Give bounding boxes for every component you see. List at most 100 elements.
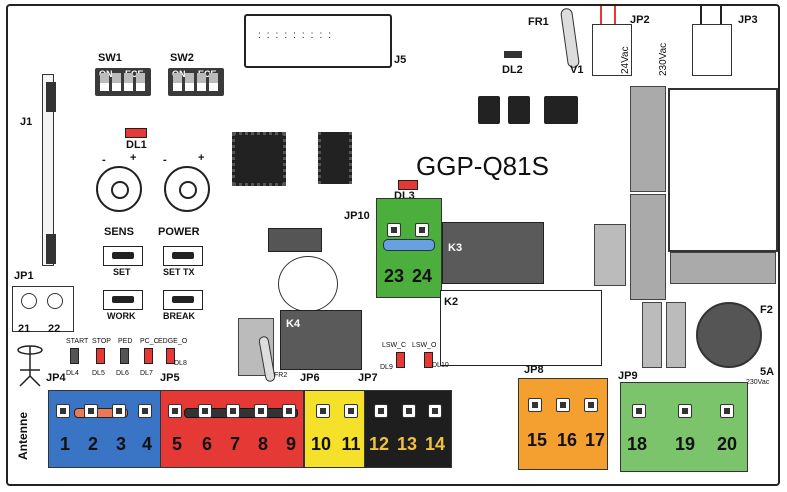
j1-label: J1 bbox=[20, 116, 33, 128]
jp5-label: JP5 bbox=[160, 372, 180, 384]
dl1-led bbox=[125, 128, 147, 138]
set-button-label: SET bbox=[113, 267, 131, 277]
jp9-label: JP9 bbox=[618, 370, 638, 382]
jp4-terminal-block bbox=[48, 390, 162, 468]
board-model-title: GGP-Q81S bbox=[416, 151, 549, 181]
jp7-terminal-block bbox=[364, 390, 452, 468]
jp5-jumper[interactable] bbox=[184, 408, 298, 418]
j1-connector bbox=[42, 74, 54, 266]
dl1-label: DL1 bbox=[126, 139, 147, 151]
pin-22: 22 bbox=[48, 323, 61, 335]
pin-24: 24 bbox=[411, 266, 433, 286]
fr1-varistor bbox=[559, 7, 581, 69]
k3-relay bbox=[442, 222, 544, 284]
dl6-label: DL6 bbox=[116, 370, 129, 377]
control-board: ::::::::: J5 SW1 ON ECE SW2 ON ECE J1 DL… bbox=[6, 4, 780, 486]
led-edgeo-label: EDGE_O bbox=[158, 338, 188, 345]
jp3-voltage: 230Vac bbox=[658, 42, 669, 76]
break-button-label: BREAK bbox=[163, 311, 196, 321]
pin-21: 21 bbox=[18, 323, 31, 335]
dl8-label: DL8 bbox=[174, 360, 187, 367]
fr1-label: FR1 bbox=[528, 16, 549, 28]
jp10-terminal bbox=[376, 198, 442, 298]
antenna-icon bbox=[16, 342, 46, 388]
led-edgeo bbox=[166, 348, 175, 364]
work-button[interactable] bbox=[103, 290, 143, 310]
k2-label: K2 bbox=[444, 296, 459, 308]
jp6-terminal-block bbox=[304, 390, 366, 468]
k4-relay bbox=[280, 310, 362, 370]
jp3-connector bbox=[692, 24, 732, 76]
sw1-dip-switch[interactable]: ON ECE bbox=[95, 68, 151, 96]
ic-chip bbox=[318, 132, 352, 184]
jp10-label: JP10 bbox=[344, 210, 370, 222]
led-lswo-label: LSW_O bbox=[412, 342, 437, 349]
terminal-9: 9 bbox=[285, 434, 296, 454]
set-tx-button[interactable] bbox=[163, 246, 203, 266]
dl7-label: DL7 bbox=[140, 370, 153, 377]
terminal-8: 8 bbox=[257, 434, 268, 454]
set-tx-button-label: SET TX bbox=[163, 267, 195, 277]
led-start-label: START bbox=[66, 338, 89, 345]
terminal-10: 10 bbox=[310, 434, 332, 454]
dl9-label: DL9 bbox=[380, 364, 393, 371]
break-button[interactable] bbox=[163, 290, 203, 310]
terminal-18: 18 bbox=[626, 434, 648, 454]
antenna-label: Antenne bbox=[16, 412, 30, 460]
set-button[interactable] bbox=[103, 246, 143, 266]
dl4-label: DL4 bbox=[66, 370, 79, 377]
terminal-14: 14 bbox=[424, 434, 446, 454]
terminal-20: 20 bbox=[716, 434, 738, 454]
work-button-label: WORK bbox=[107, 311, 136, 321]
j5-label: J5 bbox=[394, 54, 407, 66]
sw2-label: SW2 bbox=[170, 52, 194, 64]
terminal-5: 5 bbox=[171, 434, 182, 454]
led-stop-label: STOP bbox=[92, 338, 111, 345]
fuse-voltage: 230Vac bbox=[746, 379, 770, 386]
terminal-13: 13 bbox=[396, 434, 418, 454]
led-ped-label: PED bbox=[118, 338, 133, 345]
jp2-connector bbox=[592, 24, 632, 76]
sens-trimmer[interactable] bbox=[96, 166, 142, 212]
jp10-jumper[interactable] bbox=[383, 239, 435, 251]
transistor-1 bbox=[478, 96, 500, 124]
k2-relay bbox=[440, 290, 602, 366]
jp8-label: JP8 bbox=[524, 364, 544, 376]
led-ped bbox=[120, 348, 129, 364]
sw2-dip-switch[interactable]: ON ECE bbox=[168, 68, 224, 96]
led-stop bbox=[96, 348, 105, 364]
dl2-led bbox=[504, 51, 522, 58]
power-trimmer[interactable] bbox=[164, 166, 210, 212]
dl10-label: DL10 bbox=[432, 362, 449, 369]
fr2-label: FR2 bbox=[274, 372, 288, 379]
regulator bbox=[268, 228, 322, 252]
dl3-led bbox=[398, 180, 418, 190]
microcontroller-chip bbox=[232, 132, 286, 186]
dl5-label: DL5 bbox=[92, 370, 105, 377]
jp4-label: JP4 bbox=[46, 372, 66, 384]
fuse-rating: 5A bbox=[760, 366, 775, 378]
transistor-3 bbox=[544, 96, 578, 124]
jp7-label: JP7 bbox=[358, 372, 378, 384]
jp6-label: JP6 bbox=[300, 372, 320, 384]
terminal-6: 6 bbox=[201, 434, 212, 454]
jp5-terminal-block bbox=[160, 390, 304, 468]
terminal-17: 17 bbox=[584, 430, 606, 450]
led-pcc-label: PC_C bbox=[140, 338, 159, 345]
terminal-7: 7 bbox=[229, 434, 240, 454]
terminal-3: 3 bbox=[115, 434, 126, 454]
terminal-2: 2 bbox=[87, 434, 98, 454]
k3-label: K3 bbox=[448, 242, 463, 254]
terminal-4: 4 bbox=[141, 434, 152, 454]
sens-label: SENS bbox=[104, 226, 134, 238]
led-start bbox=[70, 348, 79, 364]
jp2-label: JP2 bbox=[630, 14, 650, 26]
j5-connector: ::::::::: bbox=[244, 14, 392, 68]
terminal-16: 16 bbox=[556, 430, 578, 450]
capacitor bbox=[278, 256, 338, 312]
terminal-15: 15 bbox=[526, 430, 548, 450]
f2-fuse bbox=[696, 302, 762, 368]
jp8-terminal-block bbox=[518, 378, 608, 470]
jp4-jumper[interactable] bbox=[74, 408, 128, 418]
f2-label: F2 bbox=[760, 304, 773, 316]
